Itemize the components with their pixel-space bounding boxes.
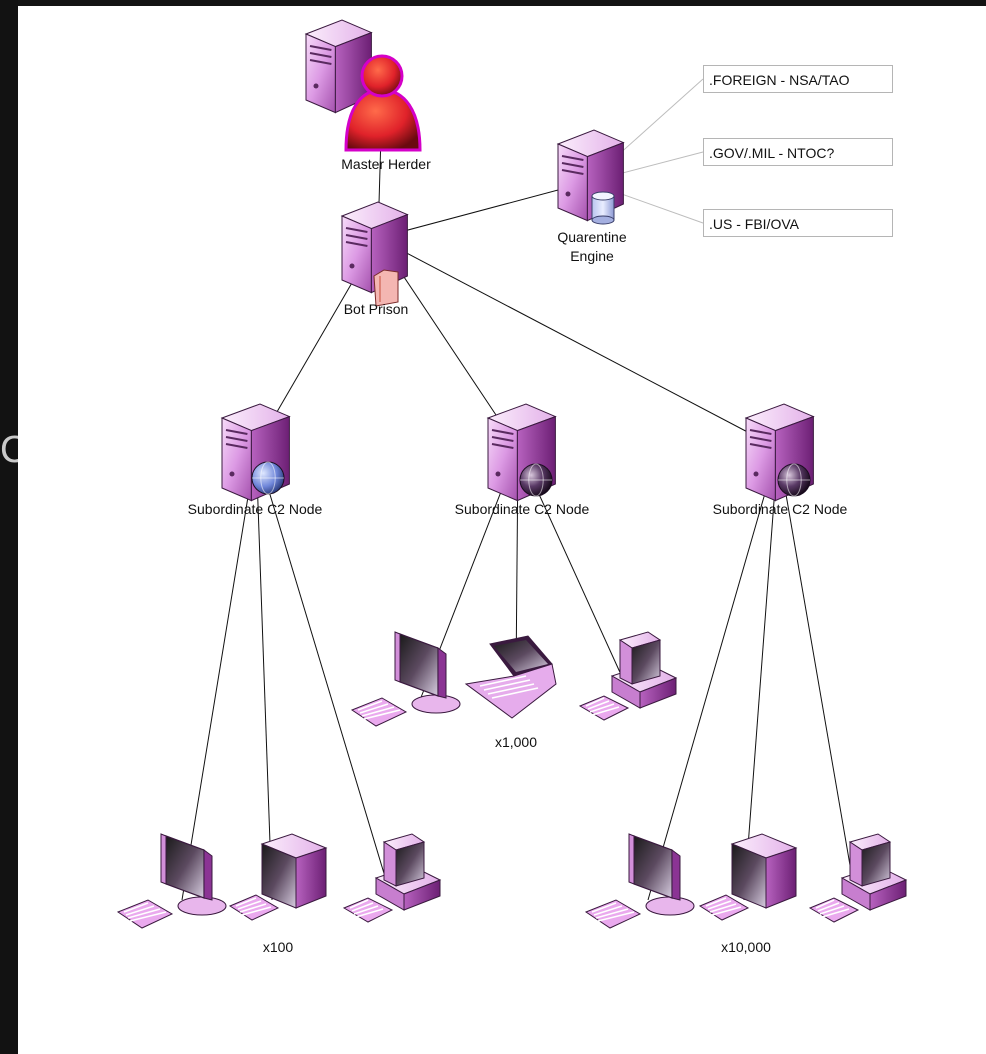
us-agency-box: .US - FBI/OVA xyxy=(703,209,893,237)
connection-line xyxy=(255,447,393,901)
device-icons xyxy=(116,19,908,929)
gov-mil-agency-box: .GOV/.MIL - NTOC? xyxy=(703,138,893,166)
count-right-label: x10,000 xyxy=(721,939,771,955)
right-monitor-icon xyxy=(584,833,695,929)
mid-desktop-icon xyxy=(578,631,678,721)
left-boxmonitor-icon xyxy=(228,833,328,921)
mid-laptop-icon xyxy=(464,635,557,719)
mid-monitor-icon xyxy=(350,631,461,727)
globe-mid-icon xyxy=(519,463,553,497)
count-mid-label: x1,000 xyxy=(494,734,538,750)
connection-line xyxy=(647,447,779,901)
connection-line xyxy=(743,447,779,901)
c2-node-left-label: Subordinate C2 Node xyxy=(187,501,323,517)
right-boxmonitor-icon xyxy=(698,833,798,921)
count-left-label: x100 xyxy=(262,939,294,955)
globe-left-icon xyxy=(251,461,285,495)
left-monitor-icon xyxy=(116,833,227,929)
c2-node-right-label: Subordinate C2 Node xyxy=(712,501,848,517)
master-herder-label: Master Herder xyxy=(341,156,431,172)
master-server-icon xyxy=(304,19,373,114)
left-desktop-icon xyxy=(342,833,442,923)
connection-line xyxy=(255,447,273,901)
connection-line xyxy=(777,447,857,901)
c2-node-mid-label: Subordinate C2 Node xyxy=(454,501,590,517)
database-cylinder-icon xyxy=(591,191,615,225)
master-herder-person-icon xyxy=(344,54,422,152)
globe-right-icon xyxy=(777,463,811,497)
quarantine-engine-label: Quarentine Engine xyxy=(557,229,627,264)
left-dark-strip xyxy=(0,0,18,1054)
foreign-agency-box: .FOREIGN - NSA/TAO xyxy=(703,65,893,93)
connection-line xyxy=(377,181,589,239)
connection-line xyxy=(377,237,779,449)
bot-prison-label: Bot Prison xyxy=(343,301,409,317)
right-desktop-icon xyxy=(808,833,908,923)
bot-prison-door-icon xyxy=(373,269,399,307)
connection-line xyxy=(181,447,257,901)
